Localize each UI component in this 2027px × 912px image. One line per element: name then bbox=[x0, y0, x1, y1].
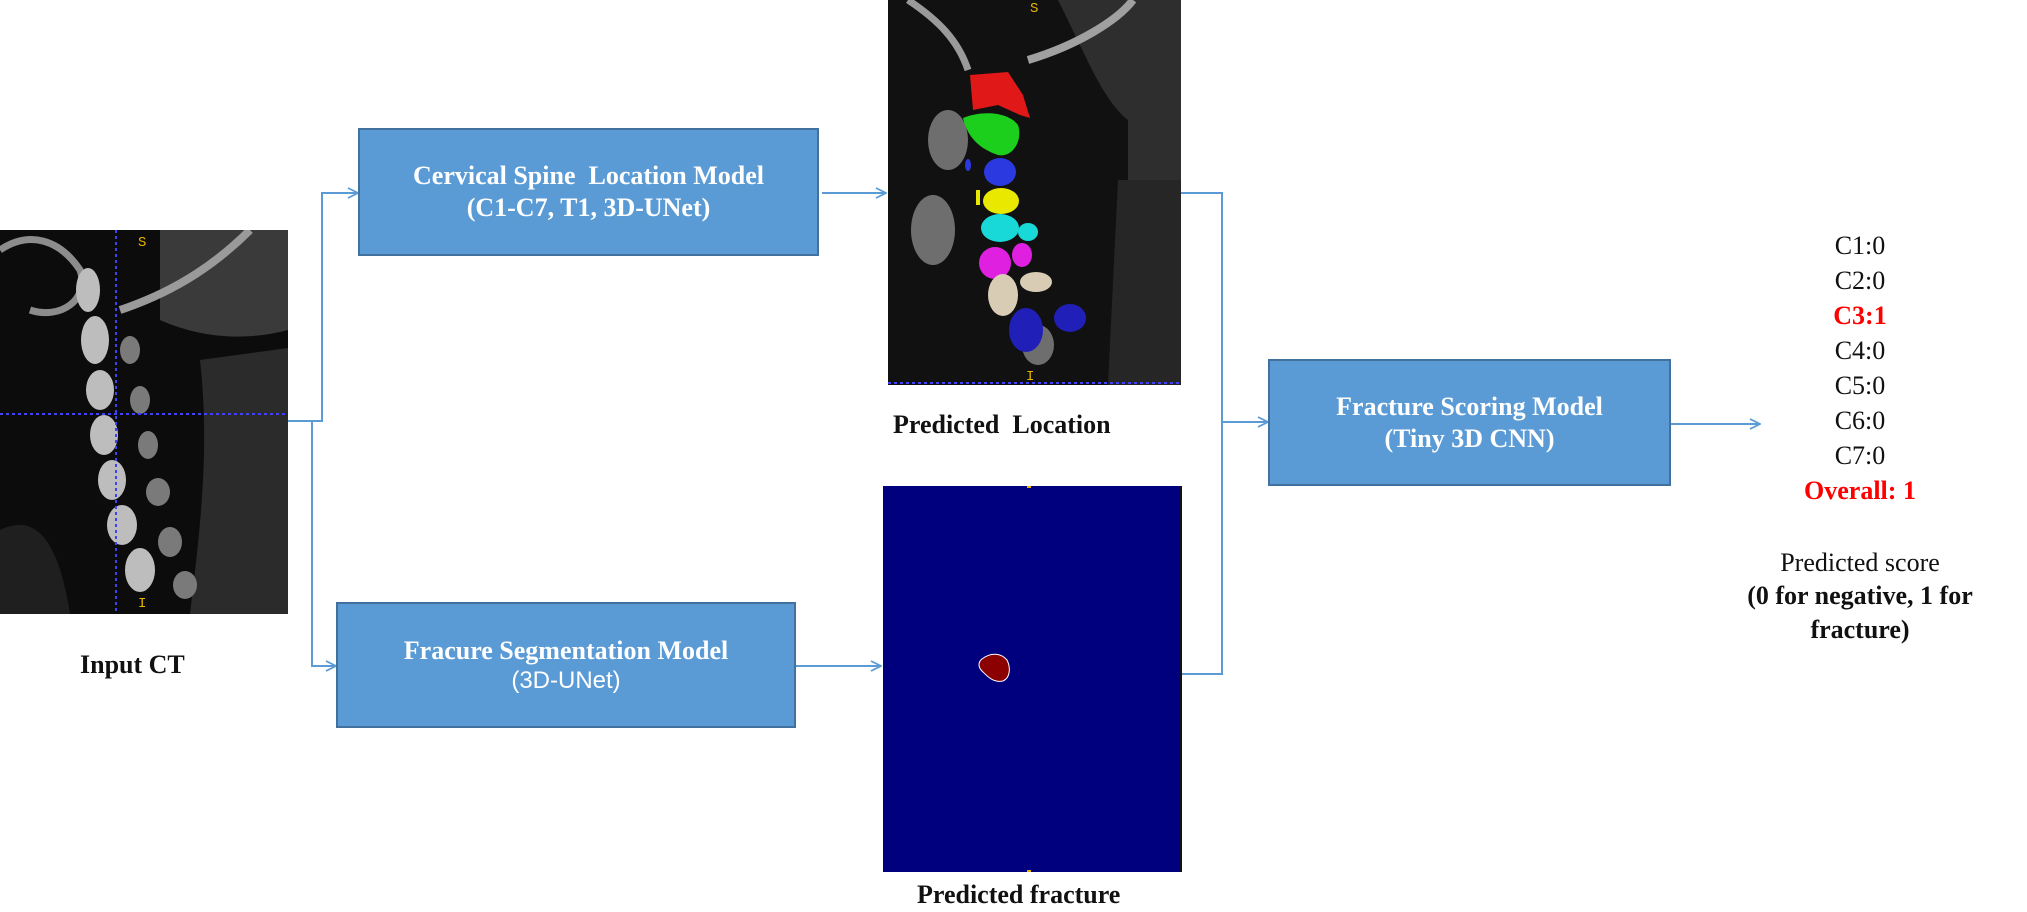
segmentation-model-title: Fracure Segmentation Model bbox=[403, 635, 729, 665]
vertebra-segments bbox=[963, 72, 1086, 352]
connector-location-to-scoring bbox=[1181, 192, 1223, 675]
predicted-location-image: S I bbox=[888, 0, 1181, 385]
location-model-subtitle: (C1-C7, T1, 3D-UNet) bbox=[466, 193, 711, 222]
predicted-fracture-caption: Predicted fracture bbox=[917, 880, 1121, 909]
location-model-box: Cervical Spine Location Model (C1-C7, T1… bbox=[358, 128, 819, 256]
score-c3: C3:1 bbox=[1833, 301, 1887, 330]
location-model-title: Cervical Spine Location Model bbox=[413, 161, 764, 191]
score-c2: C2:0 bbox=[1834, 266, 1886, 295]
fracture-region bbox=[978, 653, 1010, 682]
score-note-legend-1: (0 for negative, 1 for bbox=[1747, 581, 1973, 611]
scoring-model-box: Fracture Scoring Model (Tiny 3D CNN) bbox=[1268, 359, 1671, 486]
score-c4: C4:0 bbox=[1834, 336, 1886, 365]
score-note-legend-2: fracture) bbox=[1810, 614, 1910, 644]
location-marker-bottom: I bbox=[1026, 369, 1034, 385]
score-c7: C7:0 bbox=[1834, 441, 1886, 470]
segmentation-model-subtitle: (3D-UNet) bbox=[511, 667, 621, 695]
predicted-fracture-image bbox=[883, 486, 1182, 872]
input-marker-bottom: I bbox=[138, 596, 146, 612]
score-note: Predicted score (0 for negative, 1 for f… bbox=[1715, 546, 2005, 646]
score-c6: C6:0 bbox=[1834, 406, 1886, 435]
input-marker-top: S bbox=[138, 235, 146, 251]
input-ct-caption: Input CT bbox=[80, 650, 185, 679]
arrow-input-to-segmentation bbox=[311, 421, 336, 666]
score-list: C1:0 C2:0 C3:1 C4:0 C5:0 C6:0 C7:0 Overa… bbox=[1730, 228, 1990, 508]
predicted-location-caption: Predicted Location bbox=[893, 410, 1111, 439]
score-c1: C1:0 bbox=[1834, 231, 1886, 260]
segmentation-model-box: Fracure Segmentation Model (3D-UNet) bbox=[336, 602, 796, 728]
scoring-model-title: Fracture Scoring Model bbox=[1336, 391, 1603, 421]
input-ct-image: S I bbox=[0, 230, 288, 614]
score-overall: Overall: 1 bbox=[1804, 476, 1916, 505]
arrow-input-to-location bbox=[288, 193, 358, 422]
score-c5: C5:0 bbox=[1834, 371, 1886, 400]
score-note-title: Predicted score bbox=[1780, 548, 1940, 577]
scoring-model-subtitle: (Tiny 3D CNN) bbox=[1384, 423, 1555, 453]
location-marker-top: S bbox=[1030, 1, 1038, 17]
